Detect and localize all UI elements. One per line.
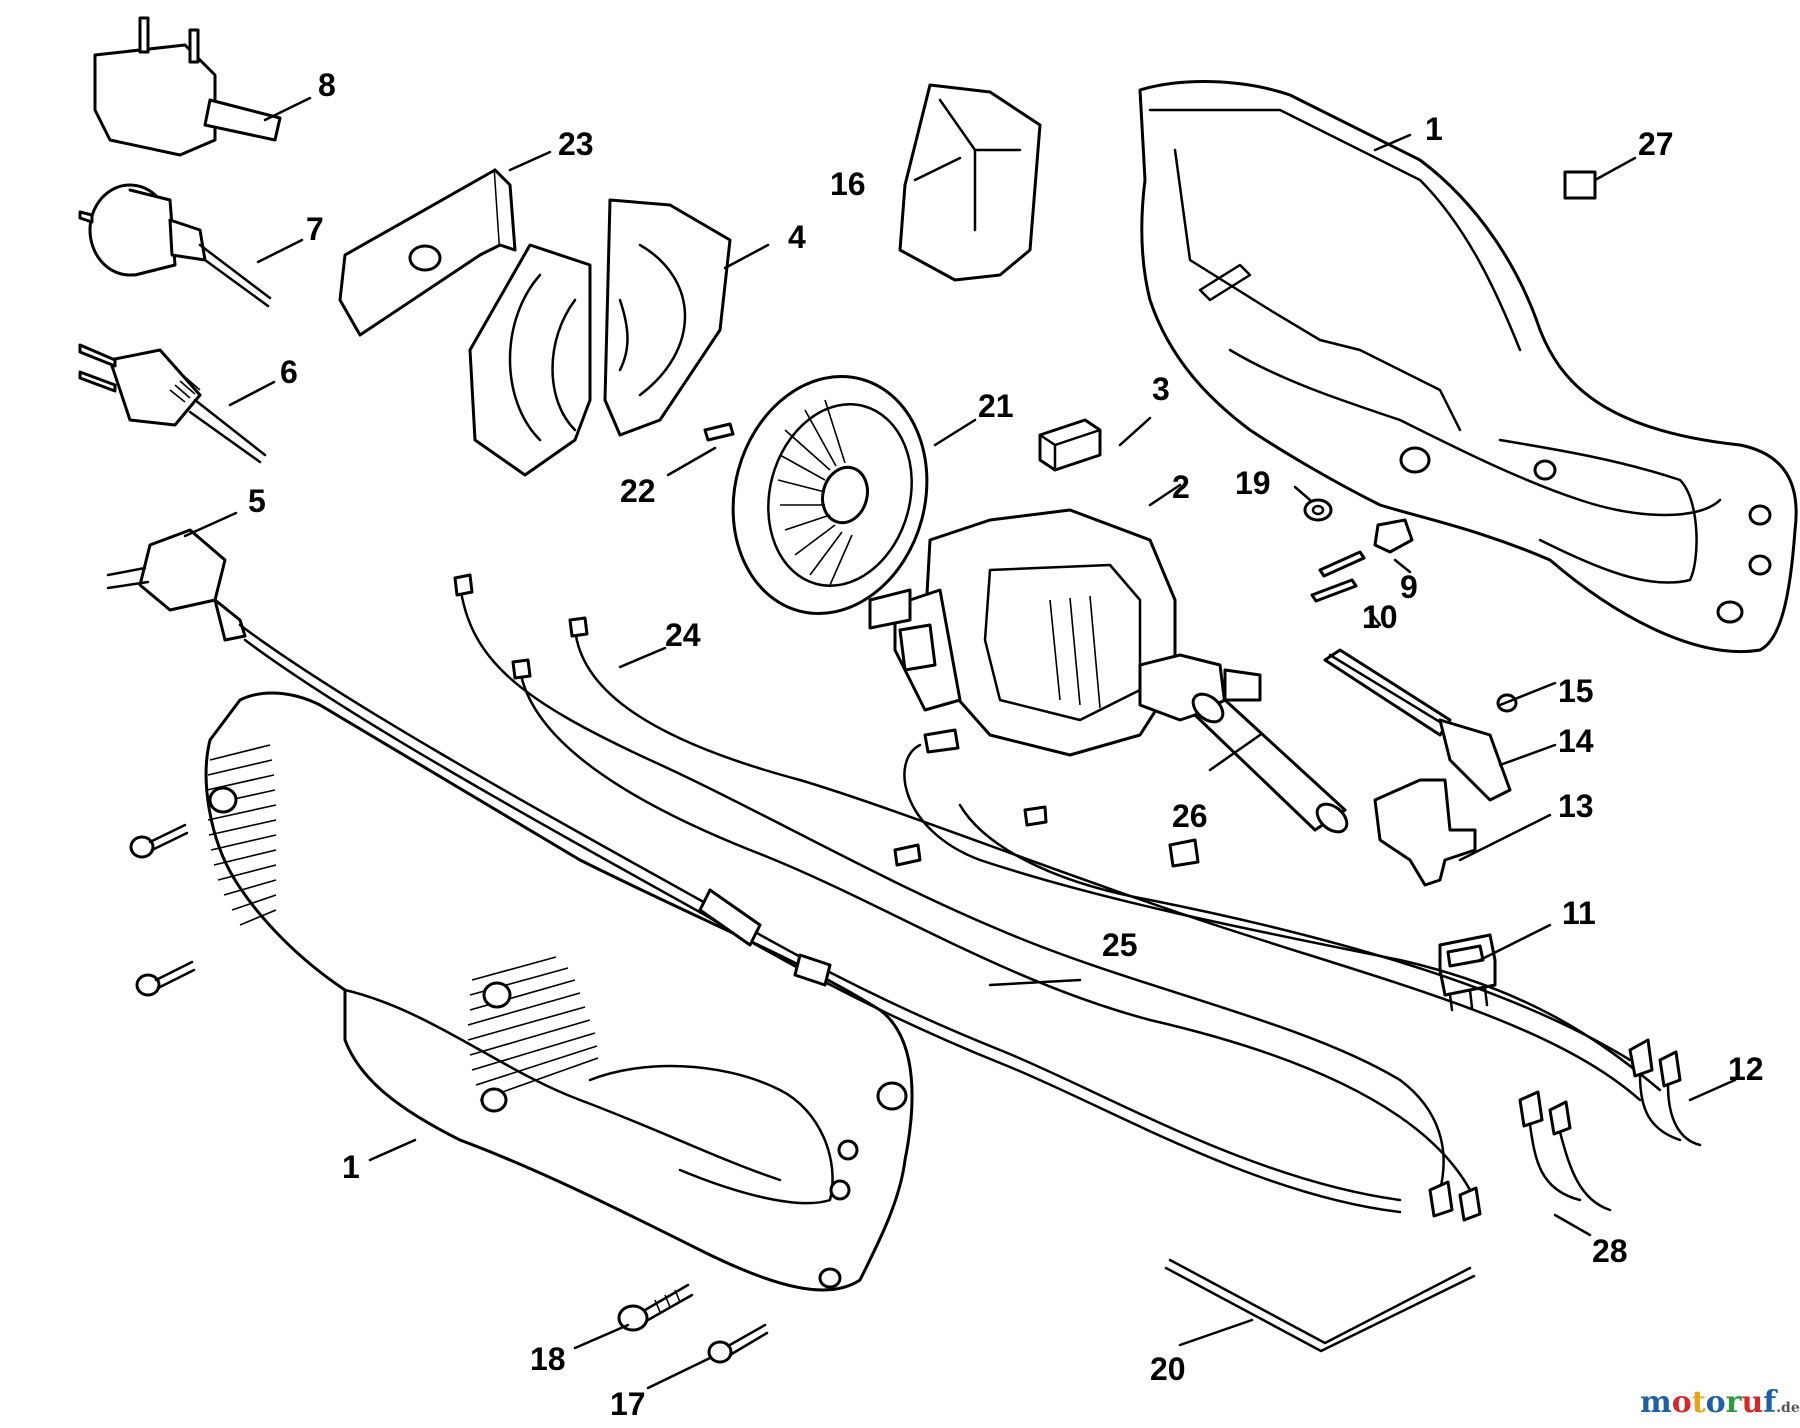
internal-wires <box>453 573 1702 1222</box>
fan-cover-left <box>468 243 592 477</box>
callout-24: 24 <box>665 617 701 653</box>
cooling-fan <box>731 375 929 615</box>
callout-10: 10 <box>1362 599 1398 635</box>
callout-1-upper: 1 <box>1425 111 1443 147</box>
callout-27: 27 <box>1638 126 1674 162</box>
callout-8: 8 <box>318 67 336 103</box>
callout-25: 25 <box>1102 927 1138 963</box>
svg-text:motoruf.de: motoruf.de <box>1640 1385 1800 1420</box>
callout-20: 20 <box>1150 1351 1186 1387</box>
callout-5: 5 <box>248 483 266 519</box>
hex-key <box>1164 1258 1476 1353</box>
callout-21: 21 <box>978 388 1014 424</box>
euro-plug <box>78 343 267 464</box>
callout-26: 26 <box>1172 798 1208 834</box>
watermark-logo: motoruf.de <box>1640 1385 1800 1420</box>
au-plug <box>78 183 272 308</box>
callout-19: 19 <box>1235 465 1271 501</box>
screw-left-1 <box>129 823 189 859</box>
callout-9: 9 <box>1400 569 1418 605</box>
callout-7: 7 <box>306 211 324 247</box>
callout-1-lower: 1 <box>342 1149 360 1185</box>
callout-23: 23 <box>558 126 594 162</box>
watermark-letter: f <box>1763 1385 1778 1420</box>
screw-left-2 <box>135 960 196 997</box>
switch-lever <box>1323 648 1518 802</box>
callout-22: 22 <box>620 473 656 509</box>
trigger <box>1373 778 1477 887</box>
callout-13: 13 <box>1558 788 1594 824</box>
screw-17 <box>707 1323 769 1364</box>
filter-plate <box>338 168 517 337</box>
watermark-letter: o <box>1672 1385 1692 1420</box>
callout-labels: 8 7 6 5 23 4 16 1 27 21 3 2 22 19 9 10 2… <box>248 67 1764 1422</box>
callout-17: 17 <box>610 1386 646 1422</box>
leader-lines <box>183 96 1737 1390</box>
housing-half-upper <box>1138 80 1798 653</box>
watermark-letter: o <box>1706 1385 1726 1420</box>
watermark-letter: u <box>1741 1385 1763 1420</box>
switch-cover <box>898 83 1042 282</box>
uk-plug <box>93 16 282 157</box>
motor <box>868 508 1262 757</box>
callout-18: 18 <box>530 1341 566 1377</box>
watermark-suffix: .de <box>1776 1400 1800 1416</box>
callout-16: 16 <box>830 166 866 202</box>
callout-3: 3 <box>1152 371 1170 407</box>
sleeve <box>1191 692 1349 834</box>
watermark-letter: r <box>1726 1385 1743 1420</box>
callout-14: 14 <box>1558 723 1594 759</box>
screw-18 <box>617 1283 694 1332</box>
callout-15: 15 <box>1558 673 1594 709</box>
cable-clamp <box>1310 518 1414 603</box>
callout-4: 4 <box>788 219 806 255</box>
callout-11: 11 <box>1562 895 1596 931</box>
label-tag <box>1563 170 1597 200</box>
carbon-brush <box>1038 418 1102 472</box>
callout-2: 2 <box>1172 469 1190 505</box>
watermark-letter: t <box>1692 1385 1706 1420</box>
pin <box>703 422 735 442</box>
power-cord <box>106 528 1402 1214</box>
callout-28: 28 <box>1592 1233 1628 1269</box>
watermark-letter: m <box>1640 1385 1672 1420</box>
callout-12: 12 <box>1728 1051 1764 1087</box>
callout-6: 6 <box>280 354 298 390</box>
fan-cover-right <box>603 198 732 437</box>
washer <box>1303 498 1333 522</box>
